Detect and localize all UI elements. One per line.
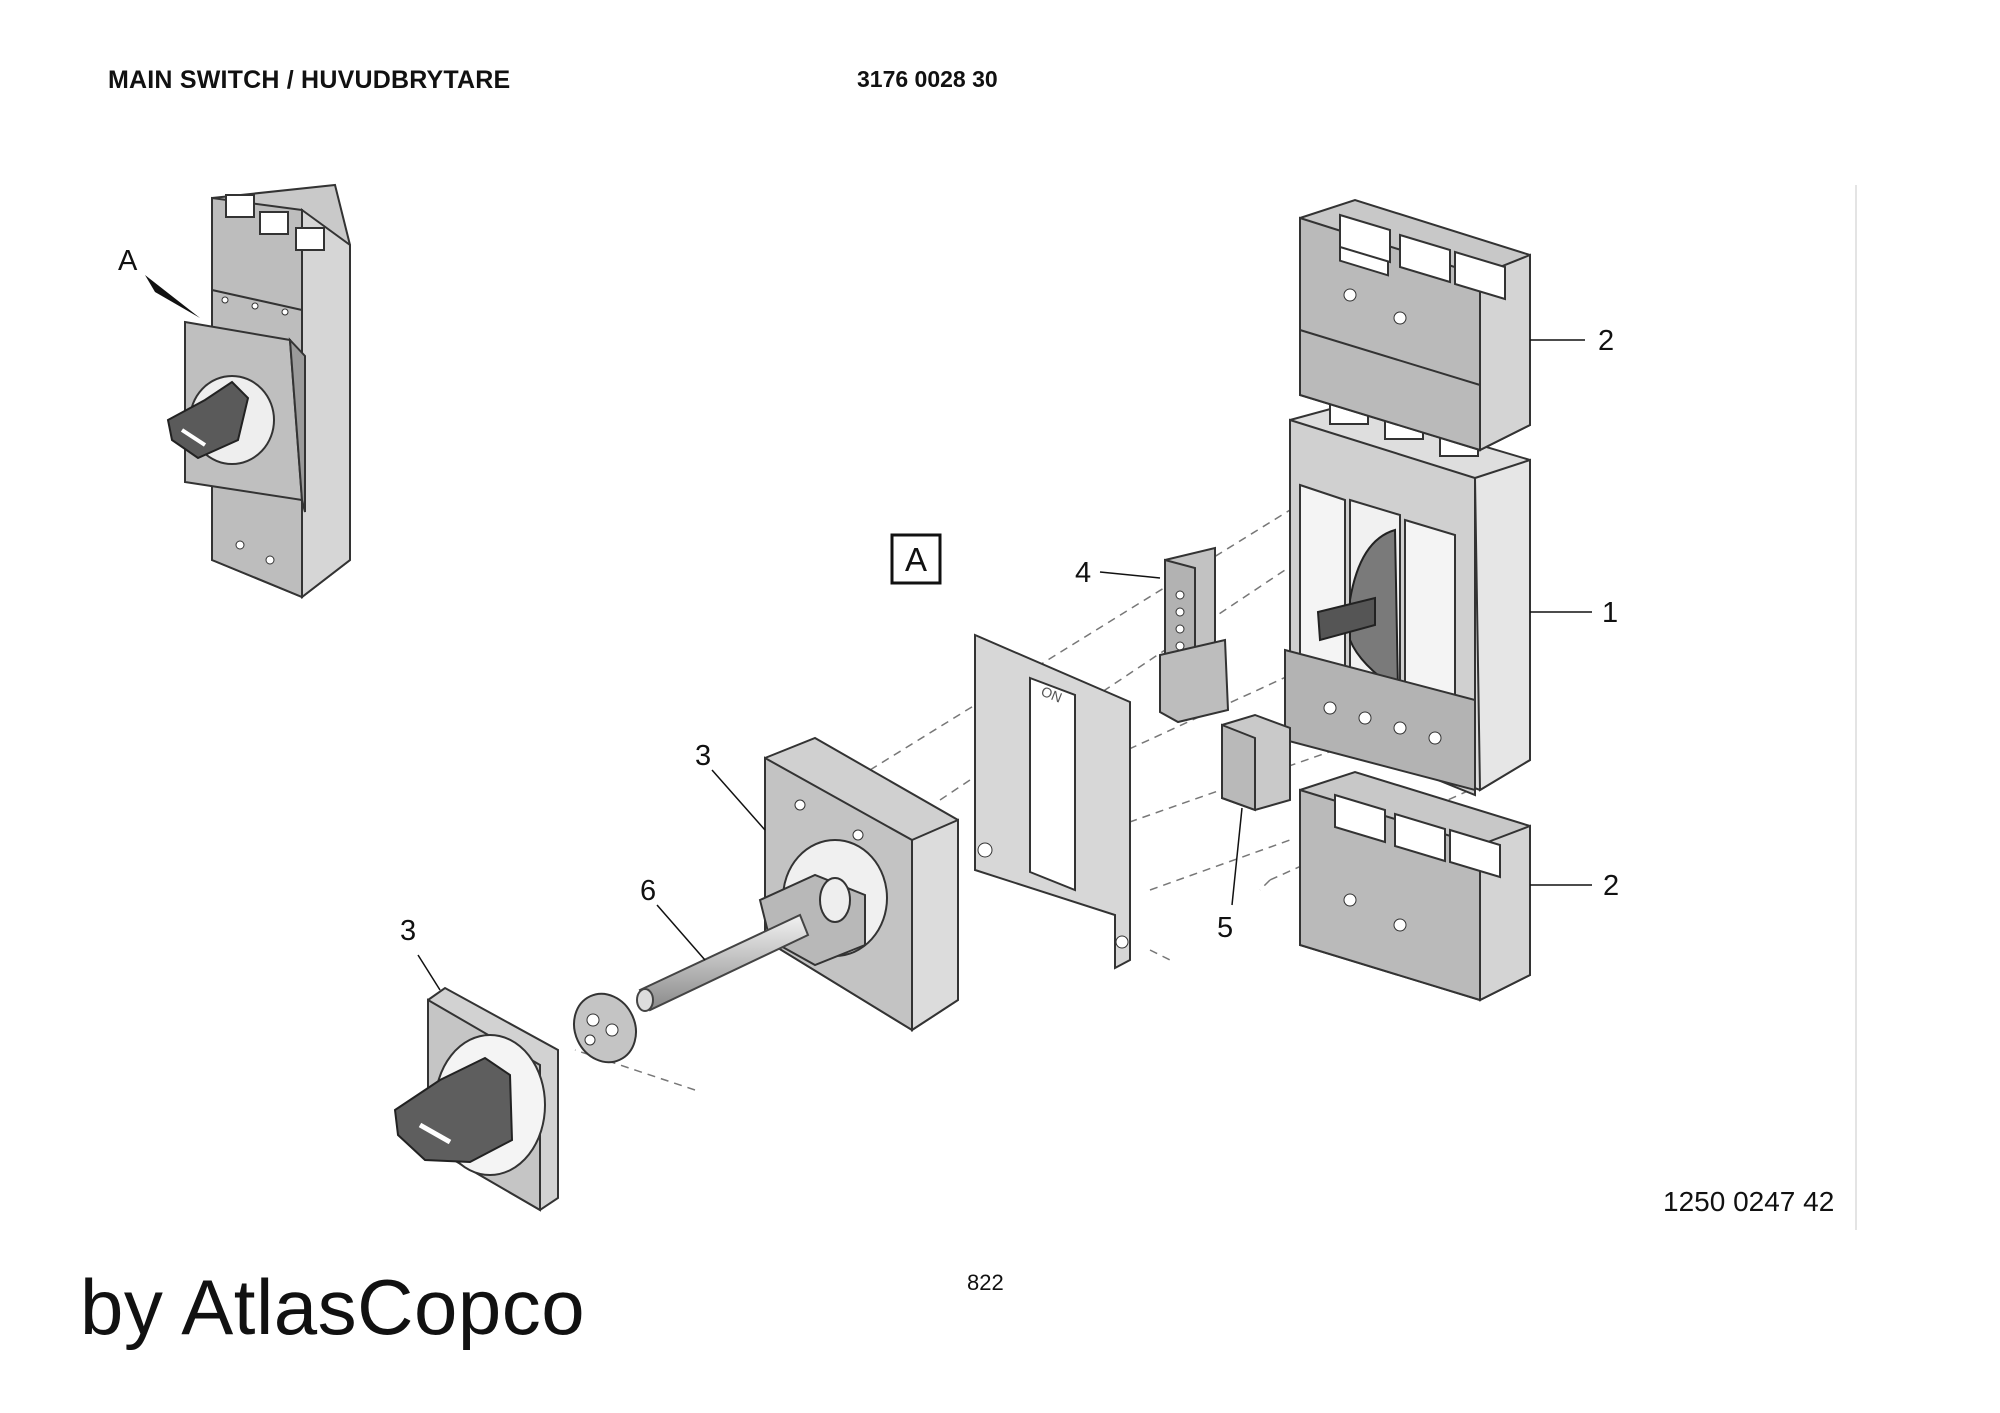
callout-3-adapter: 3 — [695, 740, 711, 772]
svg-text:ON: ON — [1039, 683, 1064, 706]
part-6-shaft — [636, 913, 810, 1012]
callout-3-knob: 3 — [400, 915, 416, 947]
part-3-door-adapter — [758, 736, 959, 1032]
page-number: 822 — [967, 1270, 1004, 1295]
assembled-breaker-view — [166, 183, 351, 600]
part-code: 3176 0028 30 — [857, 66, 998, 92]
callout-2-top: 2 — [1598, 325, 1614, 357]
callout-4: 4 — [1075, 557, 1091, 589]
brand-watermark: by AtlasCopco — [80, 1263, 586, 1351]
leader-lines — [417, 339, 1592, 991]
view-box-label: A — [905, 541, 927, 578]
view-box-a — [890, 533, 942, 585]
view-arrow-icon — [145, 275, 200, 318]
washer — [573, 992, 637, 1064]
callout-6: 6 — [640, 875, 656, 907]
part-2-bottom-terminal-cover — [1299, 770, 1531, 1002]
callout-5: 5 — [1217, 912, 1233, 944]
view-marker-a: A — [118, 245, 138, 277]
part-2-top-terminal-cover — [1299, 198, 1531, 452]
part-3-rotary-knob — [393, 986, 559, 1212]
callout-2-bottom: 2 — [1603, 870, 1619, 902]
page-title: MAIN SWITCH / HUVUDBRYTARE — [108, 66, 511, 94]
callout-1: 1 — [1602, 597, 1618, 629]
part-4-auxiliary-contact — [1159, 546, 1230, 724]
frame-divider — [1855, 185, 1857, 1230]
mounting-plate: ON — [974, 633, 1131, 970]
part-5-module — [1221, 713, 1291, 812]
part-1-breaker-body — [1284, 397, 1531, 797]
drawing-number: 1250 0247 42 — [1663, 1186, 1835, 1217]
